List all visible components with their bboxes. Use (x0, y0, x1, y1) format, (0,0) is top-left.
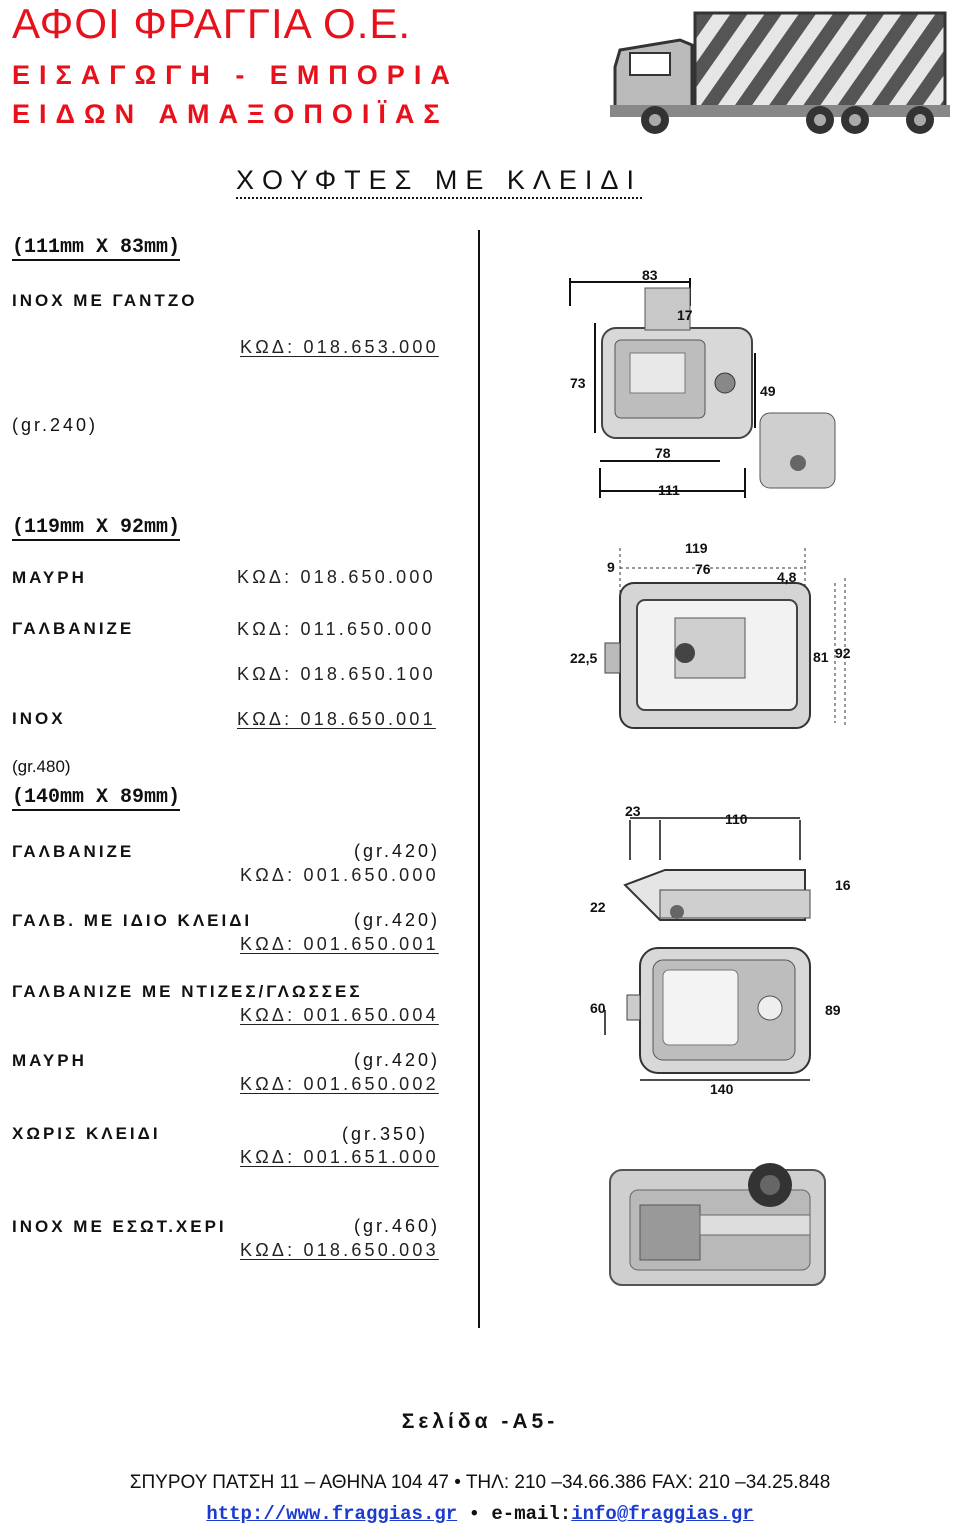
dim-78: 78 (655, 445, 671, 461)
section3-label-3: ΜΑΥΡΗ (12, 1051, 87, 1070)
latch-photo-4 (609, 1163, 826, 1286)
dim-119: 119 (685, 540, 708, 556)
section2-label-0: ΜΑΥΡΗ (12, 568, 87, 587)
dim-110: 110 (725, 811, 748, 827)
section2-weight: (gr.480) (12, 757, 71, 776)
dim-92: 92 (835, 645, 851, 661)
section2-code-2: ΚΩΔ: 018.650.100 (237, 664, 436, 684)
section1-weight: (gr.240) (12, 415, 99, 435)
footer-separator: • (468, 1503, 480, 1525)
section3-weight-3: (gr.420) (354, 1050, 441, 1070)
dim-22: 22 (590, 899, 606, 915)
dim-140: 140 (710, 1081, 734, 1097)
dim-16: 16 (835, 877, 851, 893)
section2-label-3: INOX (12, 709, 66, 728)
latch-drawing-1: 83 17 73 49 78 111 (569, 267, 836, 498)
section3-label-2: ΓΑΛΒΑΝΙΖΕ ΜΕ ΝΤΙΖΕΣ/ΓΛΩΣΣΕΣ (12, 982, 363, 1001)
company-name: ΑΦΟΙ ΦΡΑΓΓΙΑ Ο.Ε. (12, 0, 412, 47)
page-heading: ΧΟΥΦΤΕΣ ΜΕ ΚΛΕΙΔΙ (236, 165, 642, 199)
dim-76: 76 (695, 561, 711, 577)
dim-81: 81 (813, 649, 829, 665)
dim-73: 73 (570, 375, 586, 391)
section3-code-0: ΚΩΔ: 001.650.000 (240, 865, 439, 885)
dim-83: 83 (642, 267, 658, 283)
footer-address: ΣΠΥΡΟΥ ΠΑΤΣΗ 11 – ΑΘΗΝΑ 104 47 • ΤΗΛ: 21… (129, 1472, 831, 1493)
section3-label-5: INOX ΜΕ ΕΣΩΤ.ΧΕΡΙ (12, 1217, 227, 1236)
section3-code-5: ΚΩΔ: 018.650.003 (240, 1240, 439, 1260)
footer-contact: http://www.fraggias.gr • e-mail:info@fra… (0, 1503, 960, 1525)
latch-drawing-2: 9 119 76 4,8 22,5 81 92 (570, 540, 851, 729)
section3-weight-0: (gr.420) (354, 841, 441, 861)
dim-4-8: 4,8 (777, 569, 797, 585)
section3-weight-4: (gr.350) (342, 1124, 429, 1144)
page-number: Σελίδα -Α5- (401, 1410, 559, 1433)
section3-code-3: ΚΩΔ: 001.650.002 (240, 1074, 439, 1094)
section3-label-1: ΓΑΛΒ. ΜΕ ΙΔΙΟ ΚΛΕΙΔΙ (12, 911, 253, 930)
column-divider (478, 230, 480, 1328)
section3-code-4: ΚΩΔ: 001.651.000 (240, 1147, 439, 1167)
dim-9: 9 (607, 559, 615, 575)
section3-label-4: ΧΩΡΙΣ ΚΛΕΙΔΙ (12, 1124, 161, 1143)
email-label: e-mail: (491, 1503, 572, 1525)
company-subtitle-2: ΕΙΔΩΝ ΑΜΑΞΟΠΟΙΪΑΣ (12, 99, 449, 129)
section3-weight-5: (gr.460) (354, 1216, 441, 1236)
website-link[interactable]: http://www.fraggias.gr (206, 1503, 458, 1525)
email-link[interactable]: info@fraggias.gr (571, 1503, 754, 1525)
section2-code-3: ΚΩΔ: 018.650.001 (237, 709, 436, 729)
section1-item-label: INOX ΜΕ ΓΑΝΤΖΟ (12, 291, 198, 310)
truck-logo (610, 11, 950, 134)
section2-code-0: ΚΩΔ: 018.650.000 (237, 567, 436, 587)
dim-23: 23 (625, 803, 641, 819)
dim-49: 49 (760, 383, 776, 399)
dim-60: 60 (590, 1000, 606, 1016)
section1-title: (111mm X 83mm) (12, 236, 181, 261)
section3-title: (140mm X 89mm) (12, 786, 181, 811)
section3-weight-1: (gr.420) (354, 910, 441, 930)
dim-89: 89 (825, 1002, 841, 1018)
section2-code-1: ΚΩΔ: 011.650.000 (237, 619, 435, 639)
company-subtitle-1: ΕΙΣΑΓΩΓΗ - ΕΜΠΟΡΙΑ (12, 60, 459, 90)
section2-title: (119mm X 92mm) (12, 516, 181, 541)
latch-drawing-3: 23 110 16 22 60 89 140 (590, 803, 851, 1097)
section3-code-1: ΚΩΔ: 001.650.001 (240, 934, 439, 954)
dim-111: 111 (658, 482, 680, 498)
dim-17: 17 (677, 307, 693, 323)
dim-22-5: 22,5 (570, 650, 597, 666)
section3-label-0: ΓΑΛΒΑΝΙΖΕ (12, 842, 135, 861)
section1-code: ΚΩΔ: 018.653.000 (240, 337, 439, 357)
section2-label-1: ΓΑΛΒΑΝΙΖΕ (12, 619, 135, 638)
section3-code-2: ΚΩΔ: 001.650.004 (240, 1005, 439, 1025)
